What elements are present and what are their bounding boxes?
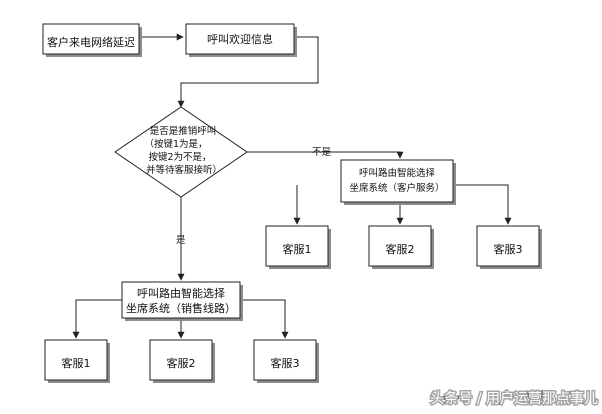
node-service-agent-3: 客服3 [476, 225, 542, 269]
node-start-label: 客户来电网络延迟 [47, 35, 135, 49]
node-route-sales-line2: 坐席系统（销售线路） [126, 301, 236, 315]
node-sales-agent-1: 客服1 [44, 339, 110, 383]
edge-label-yes: 是 [176, 235, 186, 246]
node-sales-agent-2: 客服2 [149, 339, 215, 383]
node-route-sales: 呼叫路由智能选择 坐席系统（销售线路） [121, 281, 243, 321]
node-sales-agent-3: 客服3 [253, 339, 319, 383]
node-decision-line2: （按键1为是， [144, 138, 207, 150]
edge-sales-to-agent3 [240, 299, 289, 339]
flow-edges [72, 33, 512, 339]
edge-service-to-agent3 [453, 184, 512, 225]
node-route-service-line1: 呼叫路由智能选择 [359, 167, 436, 179]
edge-sales-to-agent1 [72, 299, 122, 339]
edge-welcome-to-decision [177, 36, 319, 108]
edge-decision-no [247, 151, 404, 159]
watermark: 头条号 / 用户运营那点事儿 头条号 / 用户运营那点事儿 [429, 389, 600, 409]
node-service-agent-2: 客服2 [368, 225, 434, 269]
node-service-agent-1: 客服1 [265, 225, 331, 269]
sales-agent-2-label: 客服2 [167, 356, 196, 370]
node-route-sales-line1: 呼叫路由智能选择 [137, 286, 225, 300]
sales-agent-1-label: 客服1 [62, 356, 91, 370]
service-agent-3-label: 客服3 [494, 242, 523, 256]
node-welcome: 呼叫欢迎信息 [185, 23, 297, 57]
service-agent-1-label: 客服1 [283, 242, 312, 256]
node-decision-line3: 按键2为不是， [148, 151, 211, 163]
watermark-text: 头条号 / 用户运营那点事儿 [430, 390, 598, 407]
watermark-shadow: 头条号 / 用户运营那点事儿 [430, 390, 598, 407]
node-route-service: 呼叫路由智能选择 坐席系统（客户服务） [340, 159, 456, 205]
node-welcome-label: 呼叫欢迎信息 [207, 32, 273, 46]
node-route-service-line2: 坐席系统（客户服务） [349, 182, 444, 194]
node-start: 客户来电网络延迟 [42, 23, 142, 57]
sales-agent-3-label: 客服3 [271, 356, 300, 370]
node-decision-line4: 并等待客服接听） [146, 164, 222, 176]
node-decision-line1: 是否是推销呼叫 [150, 125, 217, 137]
service-agent-2-label: 客服2 [386, 242, 415, 256]
node-decision: 是否是推销呼叫 （按键1为是， 按键2为不是， 并等待客服接听） [114, 106, 248, 198]
edge-label-no: 不是 [312, 147, 332, 158]
